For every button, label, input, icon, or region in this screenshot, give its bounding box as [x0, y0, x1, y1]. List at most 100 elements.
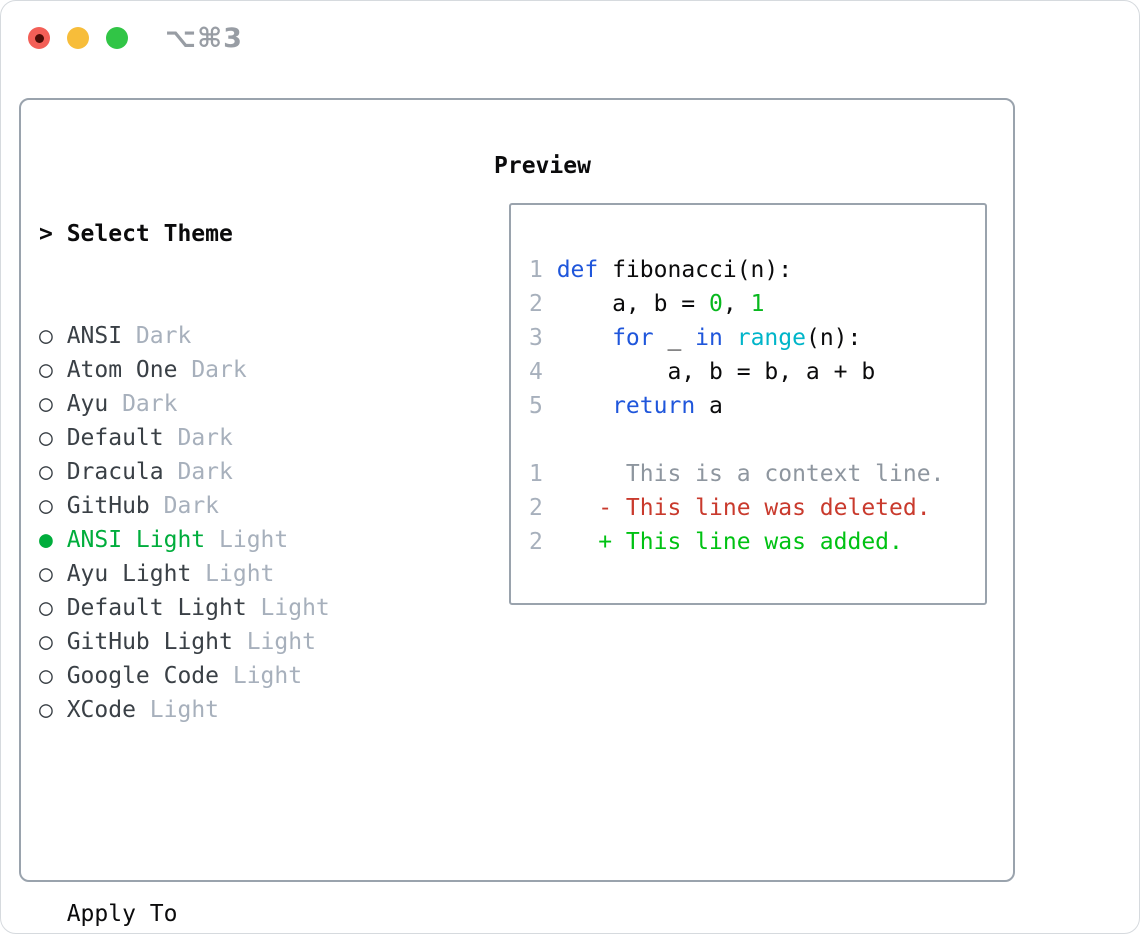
code-line: 3 for _ in range(n): [529, 321, 944, 355]
theme-option-default-light[interactable]: ○ Default Light Light [39, 591, 427, 625]
select-theme-header: > Select Theme [39, 217, 427, 251]
theme-option-github[interactable]: ○ GitHub Dark [39, 489, 427, 523]
code-segment [723, 325, 737, 351]
code-segment [557, 325, 612, 351]
code-segment: for [612, 325, 654, 351]
code-segment: + This line was added. [598, 529, 903, 555]
theme-name: ANSI [66, 323, 123, 349]
theme-variant-tag: Dark [135, 323, 192, 349]
radio-icon: ○ [39, 391, 53, 417]
preview-title: Preview [494, 153, 591, 179]
code-segment: a, b = b, a + b [556, 359, 876, 385]
line-number: 2 [529, 529, 543, 555]
code-segment [557, 529, 599, 555]
prompt-caret-icon: > [39, 221, 53, 247]
radio-icon: ○ [39, 663, 53, 689]
theme-variant-tag: Light [232, 663, 303, 689]
window-shortcut-label: ⌥⌘3 [165, 23, 243, 54]
code-segment: range [736, 325, 806, 351]
radio-icon: ○ [39, 595, 53, 621]
code-segment: a, b = [556, 291, 710, 317]
code-segment: 0 [709, 291, 723, 317]
spacer [39, 795, 427, 829]
line-number: 1 [529, 257, 543, 283]
theme-variant-tag: Dark [122, 391, 178, 417]
theme-option-ansi[interactable]: ○ ANSI Dark [39, 319, 427, 353]
code-segment: def [556, 257, 599, 283]
code-segment: a [695, 393, 723, 419]
theme-variant-tag: Dark [191, 357, 247, 383]
line-number: 1 [529, 461, 543, 487]
code-line: 2 - This line was deleted. [529, 491, 944, 525]
traffic-lights [28, 27, 128, 49]
radio-icon: ○ [39, 697, 53, 723]
theme-variant-tag: Light [260, 595, 330, 621]
theme-name: ANSI Light [66, 527, 206, 553]
theme-variant-tag: Dark [177, 425, 233, 451]
theme-name: GitHub [66, 493, 150, 519]
radio-icon: ○ [39, 323, 53, 349]
code-segment: in [695, 325, 723, 351]
theme-variant-tag: Dark [163, 493, 220, 519]
code-line: 1 This is a context line. [529, 457, 944, 491]
zoom-button[interactable] [106, 27, 128, 49]
theme-name: Default [66, 425, 164, 451]
radio-icon: ○ [39, 493, 53, 519]
apply-to-header: Apply To [39, 897, 427, 931]
code-segment [557, 495, 599, 521]
code-line: 4 a, b = b, a + b [529, 355, 944, 389]
minimize-button[interactable] [67, 27, 89, 49]
select-theme-title: Select Theme [66, 221, 233, 247]
radio-icon: ○ [39, 357, 53, 383]
theme-name: XCode [66, 697, 136, 723]
theme-name: Atom One [66, 357, 178, 383]
theme-name: Dracula [66, 459, 164, 485]
code-segment: (n): [805, 325, 862, 351]
line-number: 5 [529, 393, 543, 419]
theme-name: Default Light [66, 595, 247, 621]
radio-icon: ○ [39, 561, 53, 587]
theme-variant-tag: Light [219, 527, 289, 553]
theme-option-ayu-light[interactable]: ○ Ayu Light Light [39, 557, 427, 591]
close-button[interactable] [28, 27, 50, 49]
theme-option-xcode[interactable]: ○ XCode Light [39, 693, 427, 727]
theme-name: Google Code [66, 663, 220, 689]
radio-icon: ○ [39, 459, 53, 485]
code-line: 2 a, b = 0, 1 [529, 287, 944, 321]
radio-icon: ○ [39, 629, 53, 655]
code-segment: , [722, 291, 751, 317]
apply-to-title: Apply To [66, 901, 178, 927]
theme-name: Ayu Light [66, 561, 192, 587]
theme-variant-tag: Light [149, 697, 220, 723]
line-number: 2 [529, 291, 543, 317]
line-number: 3 [529, 325, 543, 351]
code-segment: return [612, 393, 696, 419]
theme-variant-tag: Light [205, 561, 275, 587]
theme-option-atom-one[interactable]: ○ Atom One Dark [39, 353, 427, 387]
theme-variant-tag: Dark [177, 459, 233, 485]
theme-option-google-code[interactable]: ○ Google Code Light [39, 659, 427, 693]
theme-name: GitHub Light [66, 629, 233, 655]
theme-option-default[interactable]: ○ Default Dark [39, 421, 427, 455]
line-number: 2 [529, 495, 543, 521]
theme-option-dracula[interactable]: ○ Dracula Dark [39, 455, 427, 489]
code-segment: _ [653, 325, 696, 351]
code-line: 2 + This line was added. [529, 525, 944, 559]
code-segment: 1 [750, 291, 765, 317]
code-segment [557, 393, 612, 419]
code-segment: - This line was deleted. [598, 495, 931, 521]
code-line [529, 423, 944, 457]
code-line: 5 return a [529, 389, 944, 423]
code-segment: This is a context line. [556, 461, 945, 487]
radio-icon: ○ [39, 425, 53, 451]
line-number: 4 [529, 359, 543, 385]
